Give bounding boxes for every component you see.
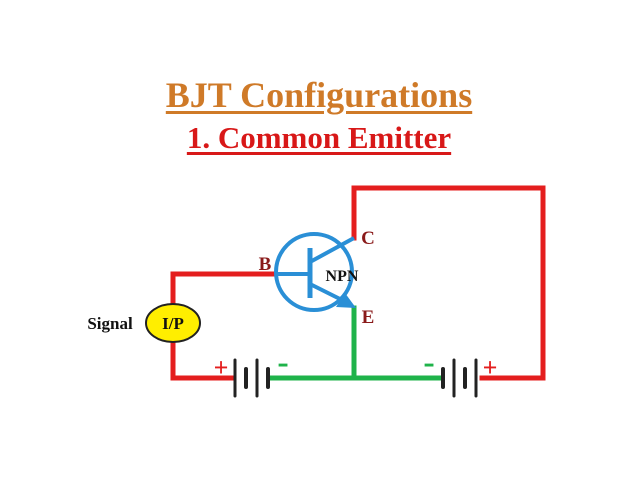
base-label: B <box>259 254 272 275</box>
left-battery-minus: - <box>277 344 288 381</box>
collector-label: C <box>361 228 375 249</box>
green-wires <box>269 305 443 381</box>
transistor-type-label: NPN <box>326 268 359 285</box>
npn-transistor <box>274 232 356 312</box>
signal-label: Signal <box>87 314 133 333</box>
diagram-title: BJT Configurations <box>165 75 473 115</box>
red-wires <box>170 185 546 381</box>
input-label: I/P <box>162 314 184 333</box>
collector-wire <box>351 185 546 381</box>
base-wire <box>170 271 280 309</box>
emitter-label: E <box>362 307 375 328</box>
right-battery-minus: - <box>423 344 434 381</box>
input-return-wire <box>170 337 235 381</box>
left-battery <box>233 358 270 398</box>
transistor-circle <box>274 232 354 312</box>
emitter-lead <box>309 282 347 304</box>
right-battery-plus: + <box>483 353 498 382</box>
collector-lead <box>309 236 355 264</box>
right-battery <box>441 358 478 398</box>
left-battery-plus: + <box>214 353 229 382</box>
emitter-arrow-icon <box>336 293 356 308</box>
input-source-ellipse <box>145 303 201 343</box>
diagram-subtitle: 1. Common Emitter <box>186 120 452 155</box>
